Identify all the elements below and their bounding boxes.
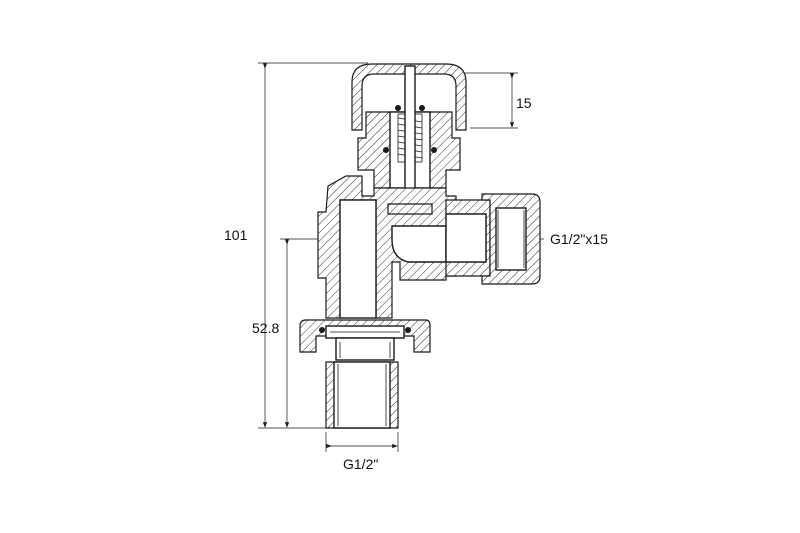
valve-cap: [351, 63, 467, 131]
dimension-bottom-thread: G1/2": [325, 432, 399, 472]
valve-spindle: [404, 65, 416, 207]
valve-body: [299, 63, 541, 429]
valve-disk: [387, 203, 433, 215]
overall-height-label: 101: [224, 227, 248, 243]
dimension-overall-height: 101: [224, 62, 368, 429]
o-ring: [383, 147, 389, 153]
o-ring: [419, 105, 425, 111]
o-ring: [405, 327, 411, 333]
o-ring: [319, 327, 325, 333]
side-thread-label: G1/2"x15: [550, 231, 608, 247]
tailpiece-neck: [335, 337, 395, 361]
lower-height-label: 52.8: [252, 320, 279, 336]
o-ring: [395, 105, 401, 111]
bottom-thread-label: G1/2": [343, 456, 378, 472]
cap-height-label: 15: [516, 95, 532, 111]
dimension-cap-height: 15: [440, 72, 532, 129]
o-ring: [431, 147, 437, 153]
